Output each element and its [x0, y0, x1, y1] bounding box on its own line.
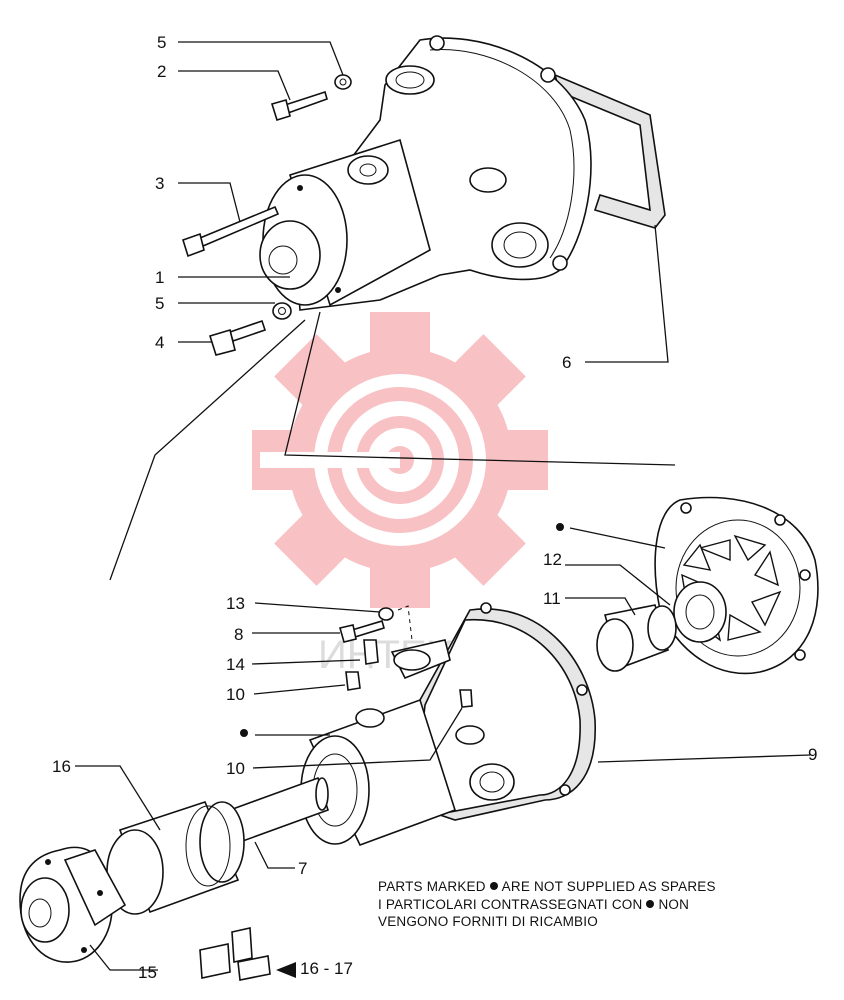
seal-11 [596, 604, 677, 672]
callout-10-b: 10 [226, 759, 245, 778]
note-line2-b: NON [658, 896, 690, 912]
impeller-12 [654, 496, 819, 675]
callout-11: 11 [543, 589, 561, 608]
plug-14 [363, 639, 379, 665]
pump-housing-9 [300, 602, 596, 847]
bearing-16 [106, 801, 245, 915]
not-supplied-marker-dot [556, 523, 564, 531]
spares-note: PARTS MARKED ARE NOT SUPPLIED AS SPARES I… [378, 878, 716, 931]
note-line1-b: ARE NOT SUPPLIED AS SPARES [501, 879, 716, 894]
callout-7: 7 [298, 859, 307, 878]
callout-15: 15 [138, 963, 157, 982]
nipple-10-a [345, 671, 361, 691]
bullet-dot [646, 899, 655, 908]
callout-1: 1 [155, 268, 164, 287]
bolt-4 [208, 319, 267, 356]
note-line1-a: PARTS MARKED [378, 879, 486, 894]
bolt-8 [338, 620, 385, 643]
note-line3: VENGONO FORNITI DI RICAMBIO [378, 914, 598, 929]
callout-16: 16 [52, 757, 71, 776]
note-line2-a: I PARTICOLARI CONTRASSEGNATI CON [378, 896, 643, 912]
callout-16-17: 16 - 17 [300, 959, 353, 978]
nipple-10-b [459, 689, 473, 708]
callout-14: 14 [226, 655, 245, 674]
not-supplied-marker-dot [240, 729, 248, 737]
callout-4: 4 [155, 333, 164, 352]
hub-15 [19, 846, 127, 963]
callout-9: 9 [808, 745, 817, 764]
stud-3 [182, 205, 280, 258]
gasket-6 [553, 73, 666, 229]
callout-13: 13 [226, 594, 245, 613]
bullet-dot [489, 882, 498, 890]
callout-6: 6 [562, 353, 571, 372]
washer-5-mid [272, 302, 292, 320]
callout-10-a: 10 [226, 685, 245, 704]
watermark-gear-logo [252, 312, 548, 608]
callout-12: 12 [543, 550, 562, 569]
callout-5-mid: 5 [155, 294, 164, 313]
pump-body-assembly-top [259, 35, 666, 311]
leader-lines-bottom [75, 527, 811, 971]
washer-13 [378, 607, 394, 621]
leader-lines-top [109, 41, 676, 581]
callout-8: 8 [234, 625, 243, 644]
washer-5-top [334, 74, 352, 90]
bolt-2 [270, 90, 328, 121]
callout-2: 2 [157, 62, 166, 81]
callout-5-top: 5 [157, 33, 166, 52]
callout-3: 3 [155, 174, 164, 193]
spare-kit-bag-icon [199, 927, 296, 981]
